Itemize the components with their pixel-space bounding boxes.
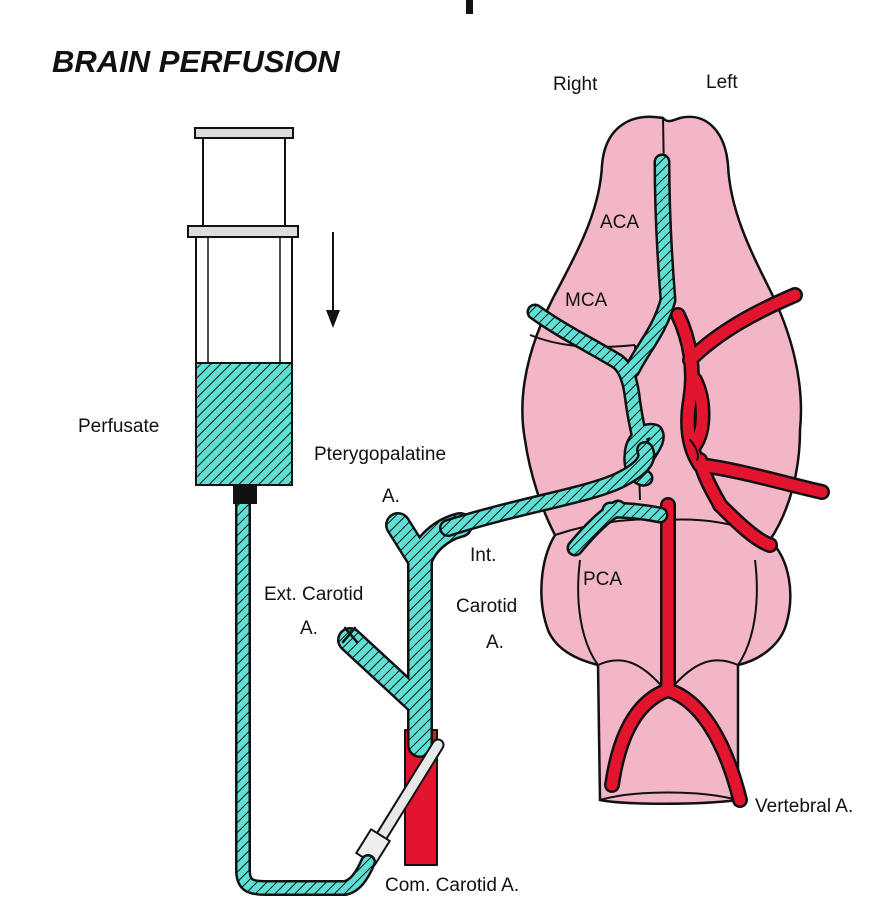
label-pterygopalatine-2: A. (382, 486, 400, 507)
label-right: Right (553, 74, 598, 95)
label-com-carotid: Com. Carotid A. (385, 875, 519, 896)
label-ext-carotid-1: Ext. Carotid (264, 584, 363, 605)
syringe-barrel-empty (196, 237, 292, 365)
label-aca: ACA (600, 212, 639, 233)
label-vertebral: Vertebral A. (755, 796, 853, 817)
plunger-top (195, 128, 293, 138)
label-pterygopalatine-1: Pterygopalatine (314, 444, 446, 465)
plunger-rod (203, 138, 285, 228)
top-mark (466, 0, 473, 14)
label-mca: MCA (565, 290, 608, 311)
label-perfusate: Perfusate (78, 416, 159, 437)
syringe-tip (233, 484, 257, 504)
label-pca: PCA (583, 569, 622, 590)
label-int-carotid-2: Carotid (456, 596, 517, 617)
label-ext-carotid-2: A. (300, 618, 318, 639)
label-left: Left (706, 72, 738, 93)
syringe-flange (188, 226, 298, 237)
label-int-carotid-1: Int. (470, 545, 496, 566)
down-arrow-icon (326, 310, 340, 328)
label-int-carotid-3: A. (486, 632, 504, 653)
diagram-title: BRAIN PERFUSION (52, 44, 340, 79)
syringe-perfusate (196, 363, 292, 485)
